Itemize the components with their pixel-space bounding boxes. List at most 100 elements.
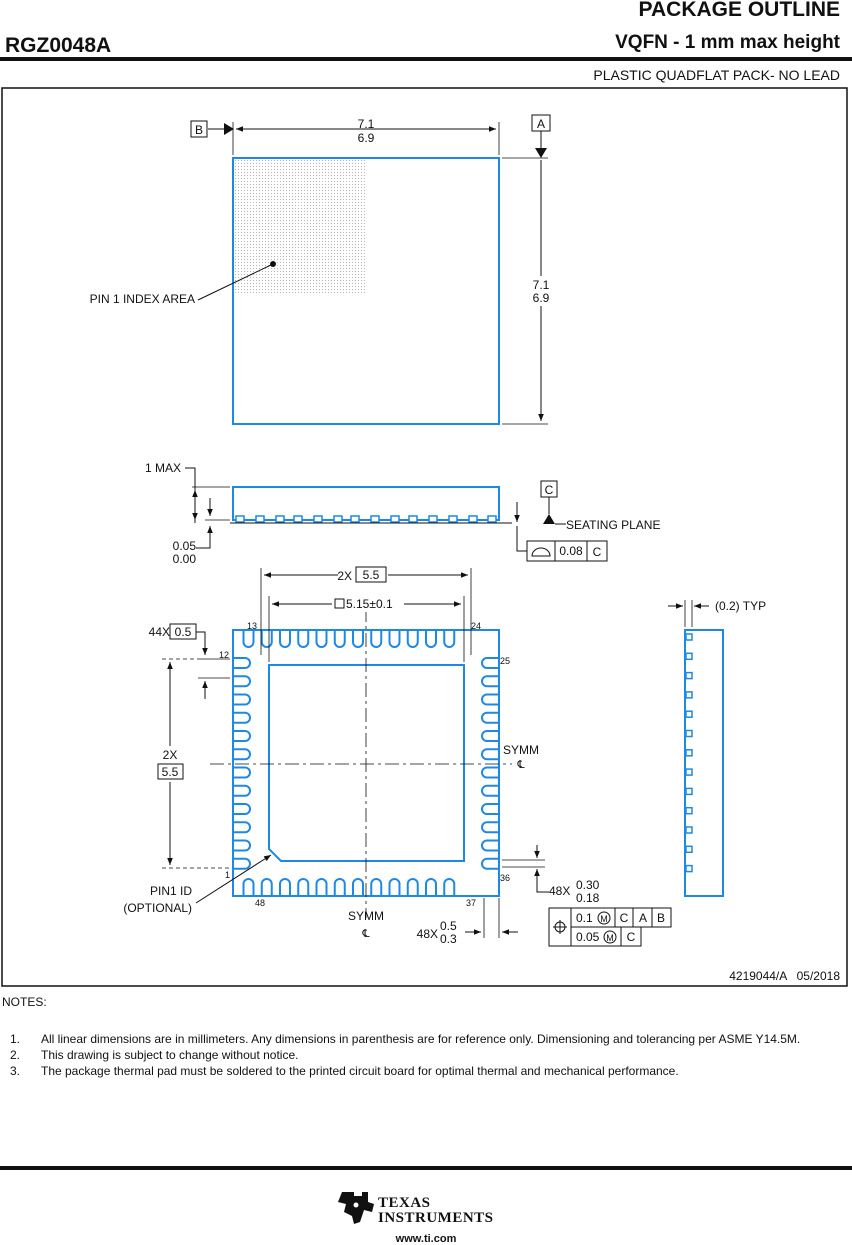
pad — [481, 675, 498, 688]
pad — [481, 711, 498, 724]
lead — [685, 652, 693, 661]
lead — [313, 515, 323, 523]
lead — [333, 515, 343, 523]
side-view-body — [232, 486, 500, 521]
pad — [234, 766, 251, 779]
lead — [685, 671, 693, 680]
square-symbol-icon — [334, 598, 345, 609]
side-view: 1 MAX 0.05 0.00 C SEATING PLANE 0.08 C — [145, 461, 661, 566]
pad — [481, 857, 498, 870]
lead — [448, 515, 458, 523]
lead — [293, 515, 303, 523]
pad — [481, 748, 498, 761]
pitch-value: 0.5 — [175, 625, 192, 639]
pad — [370, 631, 383, 648]
lead — [685, 710, 693, 718]
pad — [406, 878, 419, 895]
pin1-index-leader — [197, 263, 274, 301]
pad — [425, 878, 437, 895]
pin-25-label: 25 — [500, 656, 510, 666]
datum-b-triangle — [224, 123, 234, 135]
pin-36-label: 36 — [500, 873, 510, 883]
pad — [260, 631, 273, 648]
fcf-row2-tol: 0.05 — [576, 930, 600, 944]
pad — [234, 784, 251, 797]
pad — [352, 631, 364, 648]
pad — [425, 631, 437, 648]
pad — [481, 657, 498, 669]
height-max: 7.1 — [533, 278, 550, 292]
fcf-row1-datum-3: B — [657, 911, 665, 925]
notes-title: NOTES: — [2, 995, 47, 1009]
lead — [685, 749, 693, 757]
svg-text:M: M — [606, 933, 614, 943]
side-view-right-body — [684, 629, 724, 897]
datum-a-label: A — [537, 117, 545, 131]
vspan-value: 5.5 — [162, 765, 179, 779]
bottom-view: 2X 5.5 5.15±0.1 44X 0.5 2X 5.5 13 24 12 … — [123, 566, 672, 947]
pitch-prefix: 44X — [149, 625, 170, 639]
fcf-row1-datum-1: C — [620, 911, 629, 925]
bottom-view-pads — [234, 631, 498, 895]
height-min: 6.9 — [533, 291, 550, 305]
pin1-index-label: PIN 1 INDEX AREA — [90, 292, 195, 306]
svg-text:M: M — [600, 914, 608, 924]
pad — [234, 821, 251, 834]
pad — [481, 821, 498, 834]
package-subtitle: VQFN - 1 mm max height — [615, 32, 840, 53]
profile-symbol-icon — [531, 547, 551, 557]
svg-text:℄: ℄ — [516, 759, 524, 771]
pad — [388, 878, 401, 895]
lead-len-prefix: 48X — [417, 927, 438, 941]
package-drawing: PIN 1 INDEX AREA B 7.1 6.9 A 7.1 6.9 1 M… — [1, 87, 848, 987]
lead — [235, 515, 245, 523]
pad — [333, 631, 346, 648]
pin1-id-leader — [195, 854, 272, 904]
package-code: RGZ0048A — [5, 34, 112, 57]
pad — [388, 631, 401, 648]
pad — [234, 657, 251, 669]
pad — [234, 730, 251, 742]
footer-url[interactable]: www.ti.com — [395, 1233, 457, 1245]
position-fcf: 0.1 M C A B 0.05 M C — [548, 907, 672, 947]
datum-c-label: C — [545, 483, 554, 497]
note-item: 3. The package thermal pad must be solde… — [10, 1064, 679, 1078]
pad — [234, 711, 251, 724]
pad — [481, 839, 498, 852]
lead — [487, 515, 497, 523]
pin1-id-line2: (OPTIONAL) — [123, 901, 192, 915]
side-view-right-leads — [685, 633, 693, 873]
lead-len-min: 0.3 — [440, 932, 457, 946]
notes-list: 1. All linear dimensions are in millimet… — [10, 1031, 830, 1079]
datum-b-box — [190, 120, 208, 138]
datum-a-triangle — [535, 148, 547, 158]
svg-text:℄: ℄ — [361, 928, 369, 940]
pad — [443, 631, 456, 648]
lead — [390, 515, 400, 523]
pad — [333, 878, 346, 895]
pad — [481, 693, 498, 706]
width-max: 7.1 — [358, 117, 375, 131]
fcf-row2-datum: C — [627, 930, 636, 944]
fcf-row1-tol: 0.1 — [576, 911, 593, 925]
lead — [685, 633, 693, 641]
lead — [685, 826, 693, 834]
lead — [468, 515, 478, 523]
pad — [443, 878, 456, 895]
pad — [279, 878, 291, 895]
span-value: 5.5 — [363, 568, 380, 582]
pad — [234, 675, 251, 688]
pad — [481, 730, 498, 742]
pad-size-value: 5.15±0.1 — [346, 597, 393, 611]
lead — [685, 768, 693, 776]
flatness-datum: C — [593, 545, 602, 559]
datum-b-label: B — [195, 123, 203, 137]
drawing-number: 4219044/A 05/2018 — [729, 969, 840, 983]
pin-13-label: 13 — [247, 621, 257, 631]
pad — [297, 878, 310, 895]
pin1-id-line1: PIN1 ID — [150, 884, 192, 898]
flatness-value: 0.08 — [559, 544, 583, 558]
pad — [234, 839, 251, 852]
fcf-row1-datum-2: A — [639, 911, 647, 925]
ti-logo-text: TEXAS INSTRUMENTS — [378, 1195, 494, 1226]
